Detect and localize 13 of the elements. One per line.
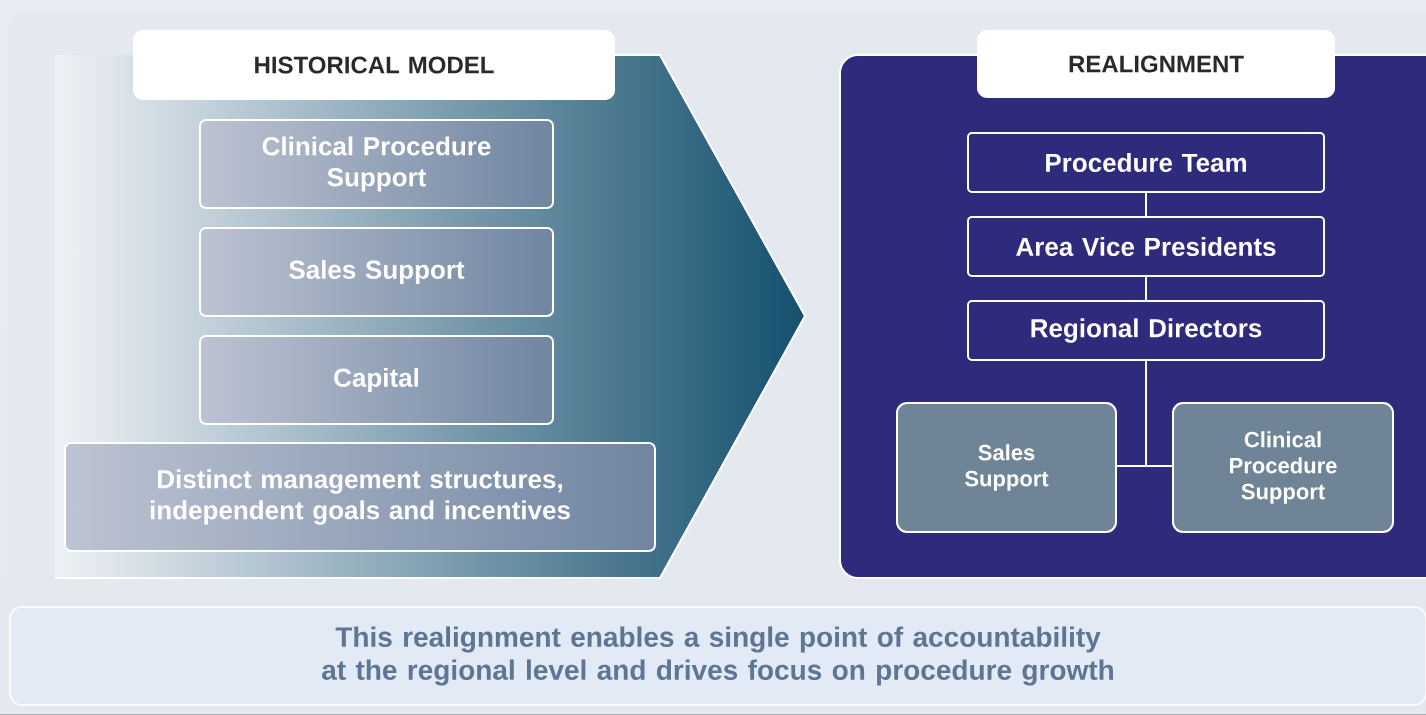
function-box: Sales Support bbox=[199, 227, 554, 317]
role-box: Procedure Team bbox=[967, 132, 1325, 193]
summary-banner: This realignment enables a single point of accountability at the regional level and drives focus on procedure growth bbox=[9, 606, 1426, 706]
function-box: Distinct management structures, independent goals and incentives bbox=[64, 442, 656, 552]
support-box: Sales Support bbox=[896, 402, 1117, 533]
connector-line bbox=[1145, 192, 1147, 217]
function-box: Capital bbox=[199, 335, 554, 425]
connector-line bbox=[1145, 360, 1173, 467]
role-box: Regional Directors bbox=[967, 300, 1325, 361]
connector-line bbox=[1145, 276, 1147, 301]
support-box: Clinical Procedure Support bbox=[1172, 402, 1394, 533]
role-box: Area Vice Presidents bbox=[967, 216, 1325, 277]
function-box: Clinical Procedure Support bbox=[199, 119, 554, 209]
